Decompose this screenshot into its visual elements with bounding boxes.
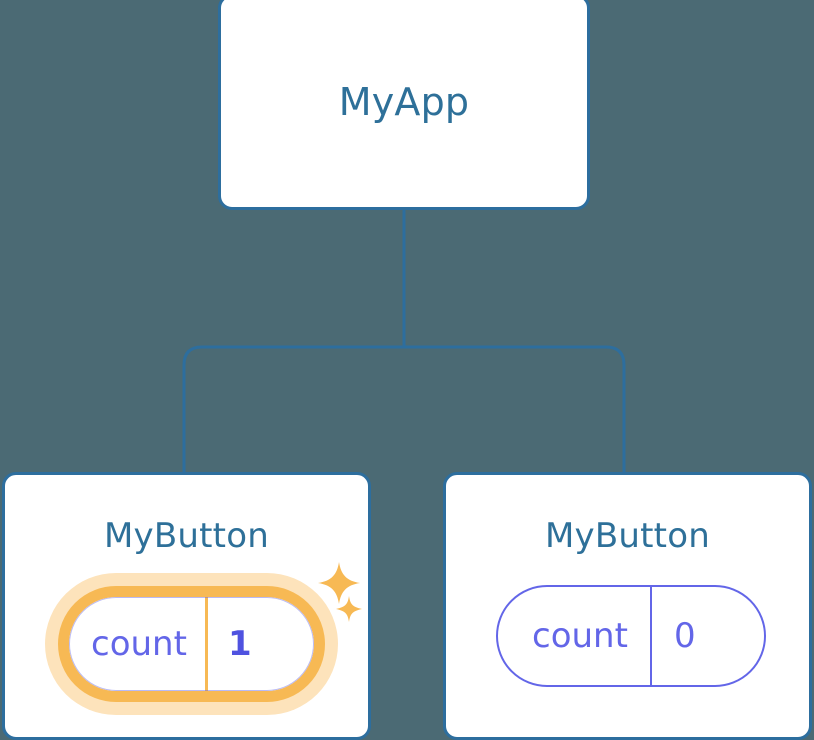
node-title-mybutton-right: MyButton — [545, 516, 710, 556]
node-title-mybutton-left: MyButton — [104, 516, 269, 556]
connector-branch-bus — [182, 345, 626, 472]
node-card-mybutton-left[interactable]: MyButton count 1 — [2, 472, 371, 740]
node-title-myapp: MyApp — [338, 80, 470, 124]
state-pill-count-left[interactable]: count 1 — [58, 586, 325, 702]
state-pill-value-left: 1 — [204, 597, 278, 691]
node-card-mybutton-right[interactable]: MyButton count 0 — [443, 472, 812, 740]
state-pill-value-right: 0 — [649, 587, 730, 685]
state-pill-key-left: count — [91, 624, 187, 664]
node-card-myapp[interactable]: MyApp — [218, 0, 590, 210]
state-pill-key-right: count — [532, 616, 628, 656]
state-pill-highlight-glow: count 1 — [45, 573, 338, 715]
state-pill-right-wrapper: count 0 — [496, 585, 766, 687]
state-pill-count-right[interactable]: count 0 — [496, 585, 766, 687]
state-pill-left-wrapper: count 1 — [45, 573, 338, 715]
